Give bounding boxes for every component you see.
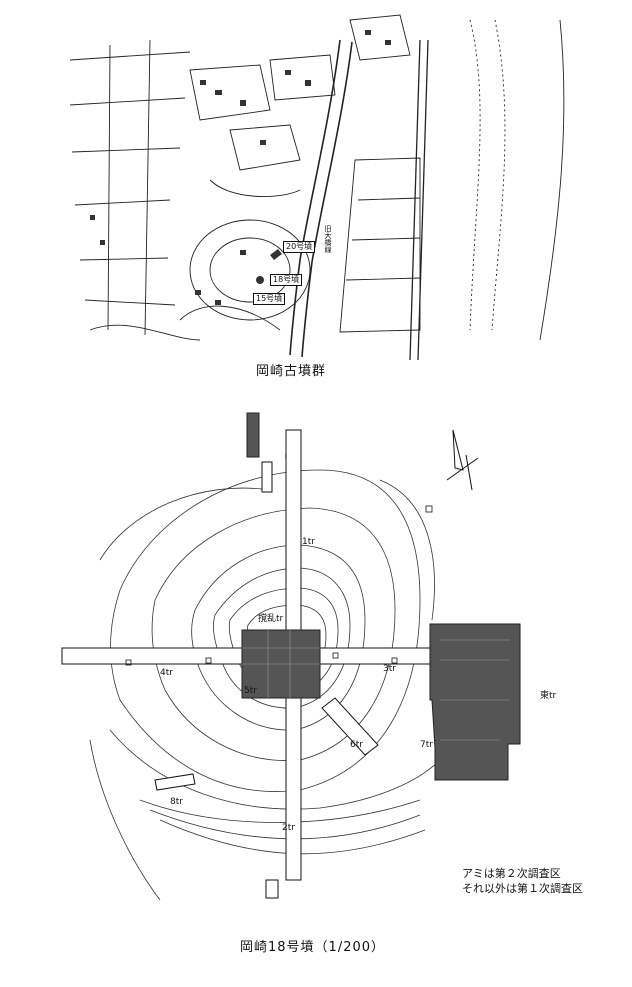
trench-label-1: 1tr (302, 537, 315, 547)
mound-plan-caption: 岡崎18号墳（1/200） (240, 940, 386, 955)
legend: アミは第２次調査区 それ以外は第１次調査区 (462, 866, 583, 896)
legend-line-2: それ以外は第１次調査区 (462, 882, 583, 895)
trench-label-8: 8tr (170, 797, 183, 807)
trench-label-5: 5tr (244, 686, 257, 696)
trench-8 (154, 773, 196, 791)
east-trench-label: 東tr (540, 691, 557, 701)
trench-label-4: 4tr (160, 668, 173, 678)
legend-line-1: アミは第２次調査区 (462, 867, 561, 880)
mound-label-20: 20号墳 (283, 241, 316, 253)
trench-label-7: 7tr (420, 740, 433, 750)
road-label: 旧大橋線 (324, 225, 332, 253)
mound-label-15: 15号墳 (253, 293, 286, 305)
trench-label-2: 2tr (282, 823, 295, 833)
trench-6 (321, 697, 379, 756)
center-trench-label: 撹乱tr (258, 614, 284, 624)
trench-label-6: 6tr (350, 740, 363, 750)
trench-label-3: 3tr (383, 664, 396, 674)
site-map-caption: 岡崎古墳群 (256, 364, 327, 379)
mound-label-18: 18号墳 (270, 274, 303, 286)
